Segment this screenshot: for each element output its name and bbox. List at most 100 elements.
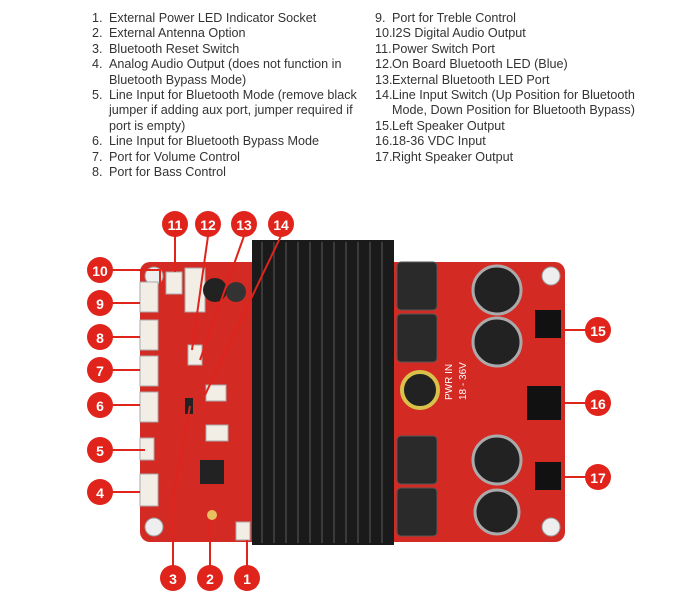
callout-circle (160, 565, 186, 591)
callout-number: 11 (168, 217, 183, 233)
legend-number: 4. (92, 57, 103, 72)
callout-number: 4 (96, 485, 104, 501)
callout-circle (585, 390, 611, 416)
legend-item: 1. External Power LED Indicator Socket (92, 11, 372, 26)
callout-2: 2 (197, 565, 223, 591)
legend-number: 10. (375, 26, 393, 41)
legend-number: 12. (375, 57, 393, 72)
callout-12: 12 (195, 211, 221, 237)
legend-text: Right Speaker Output (392, 149, 514, 164)
legend-text: External Antenna Option (109, 26, 246, 41)
legend-item: 9. Port for Treble Control (375, 11, 635, 26)
legend-item: 10.I2S Digital Audio Output (375, 26, 635, 41)
callout-circle (585, 317, 611, 343)
callout-14: 14 (268, 211, 294, 237)
legend-number: 9. (375, 11, 386, 25)
callout-number: 6 (96, 398, 104, 414)
legend-text: Bluetooth Reset Switch (109, 41, 240, 56)
legend-number: 16. (375, 134, 393, 149)
legend-text: I2S Digital Audio Output (392, 26, 526, 41)
legend-item: 13.External Bluetooth LED Port (375, 73, 635, 88)
legend-item: 16.18-36 VDC Input (375, 134, 635, 149)
callout-number: 17 (590, 470, 606, 486)
callout-15: 15 (585, 317, 611, 343)
legend-text: Power Switch Port (392, 41, 495, 56)
legend-text: Line Input for Bluetooth Mode (remove bl… (109, 88, 357, 133)
callout-circle (195, 211, 221, 237)
callout-circle (268, 211, 294, 237)
voltage-label: 18 - 36V (458, 362, 469, 400)
legend-text: 18-36 VDC Input (392, 134, 486, 149)
callout-number: 3 (169, 571, 177, 587)
legend-item: 5. Line Input for Bluetooth Mode (remove … (92, 88, 372, 134)
callout-circle (87, 392, 113, 418)
callout-number: 8 (96, 330, 104, 346)
callout-circle (87, 479, 113, 505)
legend-number: 11. (375, 41, 392, 56)
legend-text: External Bluetooth LED Port (392, 72, 550, 87)
callout-number: 10 (92, 263, 108, 279)
callout-17: 17 (585, 464, 611, 490)
legend-number: 15. (375, 118, 393, 133)
legend-item: 4. Analog Audio Output (does not function… (92, 57, 372, 88)
leader-lines (112, 235, 586, 566)
legend-number: 17. (375, 149, 393, 164)
legend-text: Analog Audio Output (does not function i… (109, 57, 342, 87)
amplifier-board: PWR IN 18 - 36V (139, 240, 565, 545)
pwr-in-label: PWR IN (444, 364, 455, 400)
legend-item: 7. Port for Volume Control (92, 150, 372, 165)
legend-item: 8. Port for Bass Control (92, 165, 372, 180)
callout-number: 9 (96, 296, 104, 312)
callout-number: 1 (243, 571, 251, 587)
legend-item: 15.Left Speaker Output (375, 119, 635, 134)
callout-number: 15 (590, 323, 606, 339)
callout-8: 8 (87, 324, 113, 350)
callout-circle (585, 464, 611, 490)
callout-1: 1 (234, 565, 260, 591)
legend-item: 6.Line Input for Bluetooth Bypass Mode (92, 134, 372, 149)
callout-9: 9 (87, 290, 113, 316)
callout-number: 13 (236, 217, 252, 233)
callout-number: 7 (96, 363, 104, 379)
callout-number: 2 (206, 571, 214, 587)
legend-number: 13. (375, 72, 393, 87)
callout-circle (231, 211, 257, 237)
callout-circle (197, 565, 223, 591)
legend-text: External Power LED Indicator Socket (109, 11, 317, 25)
callout-7: 7 (87, 357, 113, 383)
legend-text: Port for Bass Control (109, 165, 226, 180)
callout-number: 14 (273, 217, 289, 233)
callout-number: 16 (590, 396, 606, 412)
callout-circle (87, 290, 113, 316)
legend-number: 14. (375, 88, 393, 103)
callout-circle (87, 437, 113, 463)
callout-circle (87, 357, 113, 383)
legend-text: Port for Treble Control (392, 11, 516, 25)
legend-number: 5. (92, 88, 103, 103)
callout-circle (87, 324, 113, 350)
legend-item: 14.Line Input Switch (Up Position for Bl… (375, 88, 635, 119)
callout-circle (87, 257, 113, 283)
callout-circle (162, 211, 188, 237)
callout-16: 16 (585, 390, 611, 416)
callout-number: 5 (96, 443, 104, 459)
callout-3: 3 (160, 565, 186, 591)
legend-text: On Board Bluetooth LED (Blue) (392, 57, 568, 72)
callout-circle (234, 565, 260, 591)
legend-number: 1. (92, 11, 103, 25)
legend-item: 17.Right Speaker Output (375, 150, 635, 165)
legend-item: 12.On Board Bluetooth LED (Blue) (375, 57, 635, 72)
legend-item: 2.External Antenna Option (92, 26, 372, 41)
legend-number: 8. (92, 165, 103, 180)
callout-6: 6 (87, 392, 113, 418)
legend-number: 6. (92, 134, 103, 149)
legend-number: 7. (92, 149, 103, 164)
legend-text: Port for Volume Control (109, 149, 240, 164)
legend-item: 3.Bluetooth Reset Switch (92, 42, 372, 57)
callout-4: 4 (87, 479, 113, 505)
legend-text: Line Input Switch (Up Position for Bluet… (392, 88, 635, 118)
